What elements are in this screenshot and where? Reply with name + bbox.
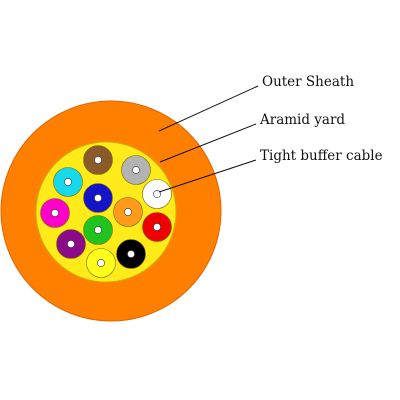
fiber-white	[142, 179, 172, 209]
fiber-yellow	[86, 248, 116, 278]
fiber-gray	[121, 155, 151, 185]
fiber-green-core	[94, 226, 102, 234]
callout-leader-lines	[158, 85, 259, 193]
fiber-violet	[56, 229, 86, 259]
fiber-rose-core	[51, 209, 59, 217]
fiber-yellow-core	[97, 259, 105, 267]
fiber-rose	[40, 198, 70, 228]
fiber-blue	[83, 183, 113, 213]
fiber-brown-core	[94, 156, 102, 164]
fiber-aqua	[53, 167, 83, 197]
fiber-violet-core	[67, 240, 75, 248]
aramid-yard-leader-line	[159, 123, 257, 163]
fiber-red	[142, 212, 172, 242]
fiber-orange	[113, 197, 143, 227]
fiber-white-core	[153, 190, 161, 198]
tight-buffer-cable-leader-line	[158, 159, 257, 193]
outer-sheath-label: Outer Sheath	[262, 74, 354, 90]
fiber-black-core	[127, 250, 135, 258]
fiber-red-core	[153, 223, 161, 231]
fiber-gray-core	[132, 166, 140, 174]
outer-sheath-leader-line	[158, 85, 259, 132]
tight-buffer-cable-label: Tight buffer cable	[260, 148, 383, 164]
fiber-brown	[83, 145, 113, 175]
fiber-green	[83, 215, 113, 245]
fiber-black	[116, 239, 146, 269]
aramid-yard-label: Aramid yard	[259, 112, 345, 128]
tight-buffer-fibers	[40, 145, 172, 278]
fiber-orange-core	[124, 208, 132, 216]
fiber-blue-core	[94, 194, 102, 202]
fiber-aqua-core	[64, 178, 72, 186]
